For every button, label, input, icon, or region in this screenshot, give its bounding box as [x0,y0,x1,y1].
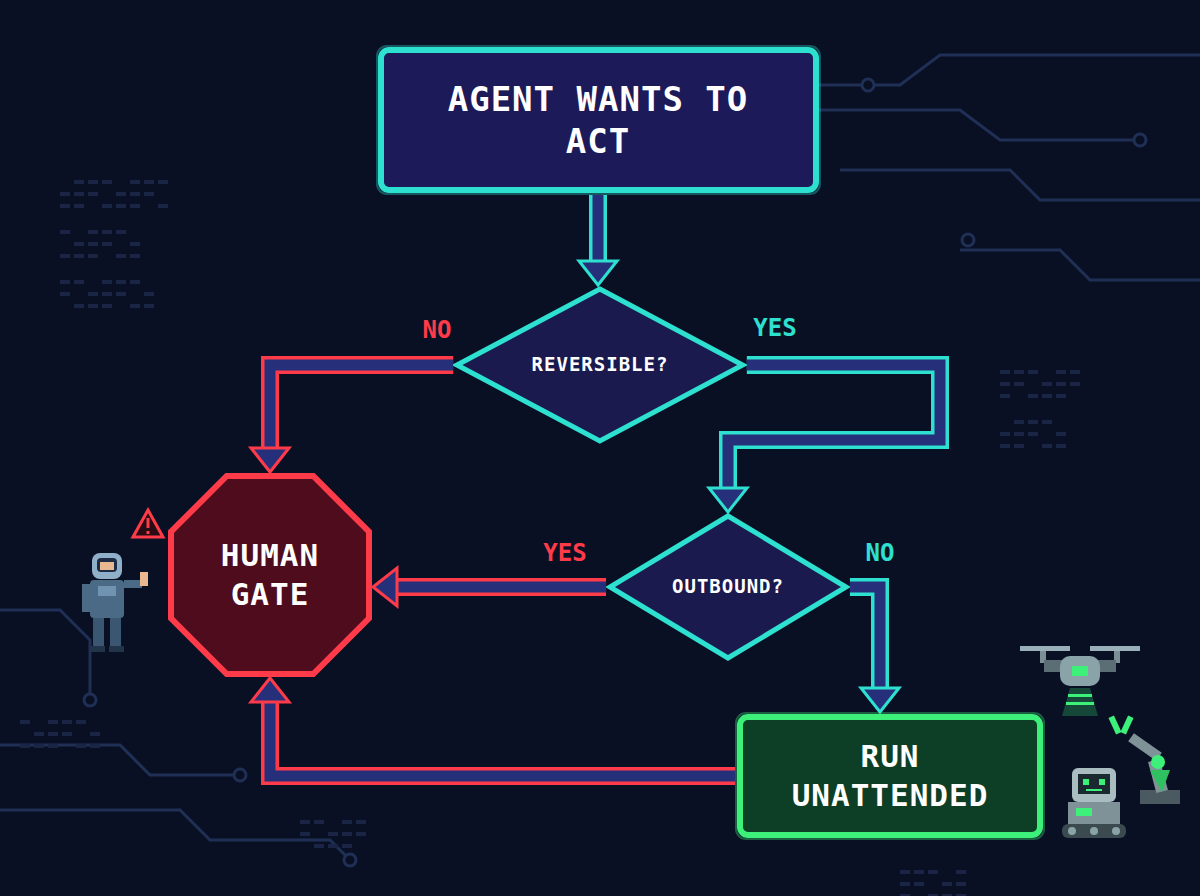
box-outline [740,717,1040,835]
connector-body [270,700,735,776]
text-holder: HUMAN GATE [187,536,353,614]
connector-arrow [251,678,735,776]
arrowhead [579,261,617,285]
connector-body [395,582,606,593]
edge-label: NO [863,540,898,566]
robot-figure [1062,768,1126,838]
connector-body [270,365,453,450]
drone-figure [1020,646,1140,716]
text-holder: REVERSIBLE? [532,353,669,377]
box-outline [381,50,816,190]
diamond-outline [457,289,743,441]
node-text: OUTBOUND? [672,575,784,599]
node-outline [167,472,373,678]
octagon-outline [171,476,369,674]
text-holder: OUTBOUND? [672,575,784,599]
edge-label: YES [540,540,589,566]
start-box: AGENT WANTS TO ACT [376,45,821,195]
node-text: HUMAN GATE [187,536,353,614]
robot-arm-figure [1108,716,1180,804]
connector-body [593,195,604,263]
connector-body [850,587,880,690]
node-text: RUN UNATTENDED [755,737,1025,815]
decision-diamond: REVERSIBLE? [453,285,747,445]
diamond-outline [610,516,846,658]
connector-arrow [709,365,940,512]
arrowhead [251,448,289,472]
node-text: AGENT WANTS TO ACT [406,78,791,163]
box-glow [736,713,1044,839]
edge-label: YES [750,315,799,341]
arrowhead [861,688,899,712]
data-dots [20,180,1080,896]
circuit-pads [84,79,1146,866]
connector-outline [850,587,880,690]
connector-outline [589,195,607,263]
connector-outline [395,578,606,596]
node-outline [735,712,1045,840]
gate-octagon: HUMAN GATE [167,472,373,678]
node-outline [376,45,821,195]
decision-diamond: OUTBOUND? [606,512,850,662]
end-box: RUN UNATTENDED [735,712,1045,840]
connector-body [728,365,940,490]
arrowhead [251,678,289,702]
connector-arrow [251,365,453,472]
connector-outline [728,365,940,490]
connector-outline [270,700,735,776]
astronaut-figure [82,553,148,652]
arrowhead [709,488,747,512]
connector-arrow [850,587,899,712]
edge-label: NO [420,317,455,343]
connector-arrow [579,195,617,285]
connector-arrow [373,568,606,606]
arrowhead [373,568,397,606]
connector-outline [270,365,453,450]
text-holder: AGENT WANTS TO ACT [406,78,791,163]
text-holder: RUN UNATTENDED [755,737,1025,815]
node-text: REVERSIBLE? [532,353,669,377]
box-glow [377,46,820,194]
warning-triangle [133,510,163,537]
